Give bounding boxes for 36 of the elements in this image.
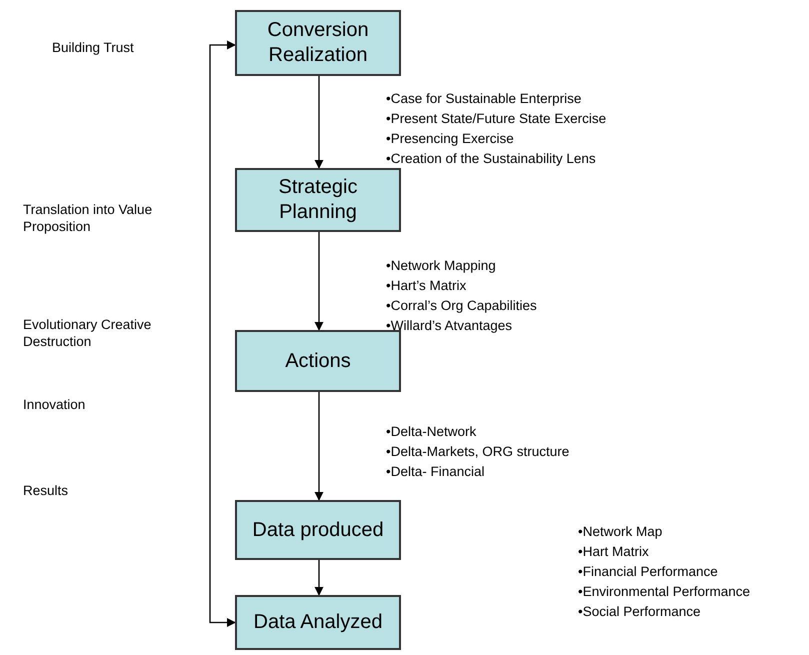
annotation-text: •Network Map: [578, 523, 664, 540]
annotation-text: •Delta-Markets, ORG structure: [386, 443, 570, 460]
box-label: Data Analyzed: [254, 610, 382, 635]
annotation-text: •Present State/Future State Exercise: [386, 110, 608, 127]
annotation-text: •Environmental Performance: [578, 583, 752, 600]
box-label: Data produced: [252, 518, 384, 542]
annotation-text: •Creation of the Sustainability Lens: [386, 150, 597, 167]
annotation-text: •Case for Sustainable Enterprise: [386, 90, 582, 107]
process-box: [235, 168, 401, 232]
annotation-text: Results: [23, 482, 70, 499]
process-box: [235, 10, 401, 76]
annotation-text: Translation into Value Proposition: [23, 201, 154, 235]
process-box: [235, 595, 401, 650]
process-box: [235, 500, 401, 560]
annotation-text: •Willard’s Atvantages: [386, 317, 514, 334]
annotation-text: •Network Mapping: [386, 257, 497, 274]
annotation-text: •Delta-Network: [386, 423, 478, 440]
annotation-text: •Hart’s Matrix: [386, 277, 468, 294]
annotation-text: •Hart Matrix: [578, 543, 650, 560]
arrow: [314, 76, 324, 169]
arrow: [209, 40, 236, 628]
annotation-text: Evolutionary Creative Destruction: [23, 316, 152, 350]
annotation-text: •Corral’s Org Capabilities: [386, 297, 538, 314]
box-label: Strategic Planning: [278, 175, 358, 225]
process-box: [235, 330, 401, 392]
annotation-text: •Presencing Exercise: [386, 130, 515, 147]
arrow: [314, 232, 324, 331]
annotation-text: •Delta- Financial: [386, 463, 486, 480]
annotation-text: Building Trust: [52, 39, 135, 56]
arrow: [314, 392, 324, 501]
annotation-text: •Financial Performance: [578, 563, 719, 580]
arrow: [314, 560, 324, 596]
box-label: Conversion Realization: [266, 18, 370, 68]
box-label: Actions: [285, 348, 351, 374]
annotation-text: Innovation: [23, 396, 86, 413]
annotation-text: •Social Performance: [578, 603, 702, 620]
